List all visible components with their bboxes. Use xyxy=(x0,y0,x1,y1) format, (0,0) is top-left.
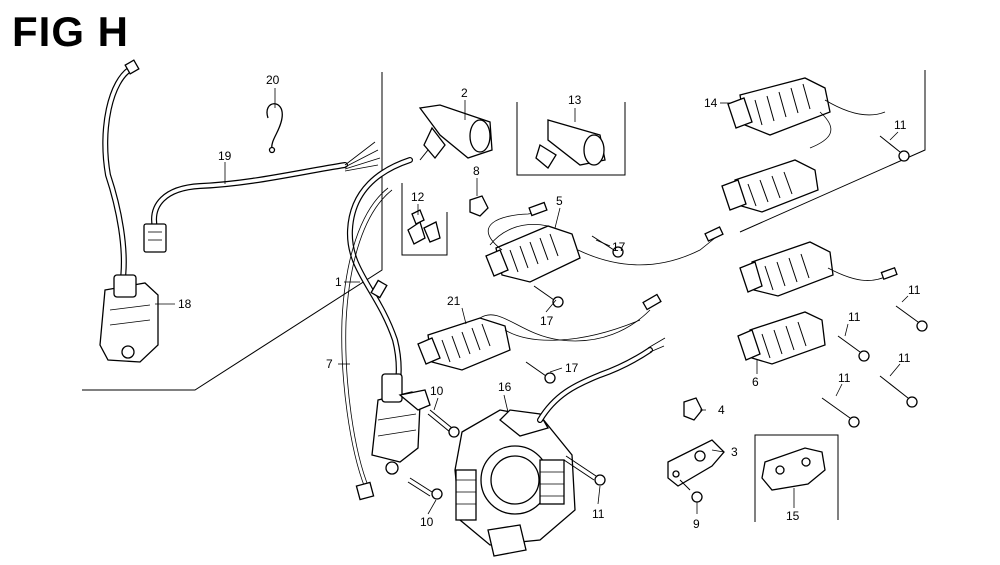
callout-19: 19 xyxy=(218,149,232,163)
callout-1: 1 xyxy=(335,275,342,289)
callout-8: 8 xyxy=(473,164,480,178)
callout-11c: 11 xyxy=(908,283,921,297)
bolt-17-lower[interactable] xyxy=(533,285,564,308)
bracket-15[interactable] xyxy=(761,447,826,491)
callout-14: 14 xyxy=(704,96,718,110)
spark-plug-cap-13[interactable] xyxy=(535,119,606,169)
bolt-10-lower[interactable] xyxy=(407,477,443,500)
callout-18: 18 xyxy=(178,297,192,311)
coil-upper-right[interactable] xyxy=(739,241,898,297)
bolt-10-upper[interactable] xyxy=(427,409,460,438)
bolt-11-stator[interactable] xyxy=(563,455,606,486)
lead-1[interactable] xyxy=(346,157,413,398)
terminal-set-12[interactable] xyxy=(407,209,441,245)
lead-7[interactable] xyxy=(341,187,393,501)
callout-17c: 17 xyxy=(565,361,579,375)
bolt-11-r4[interactable] xyxy=(821,397,860,428)
exciter-coil-21[interactable] xyxy=(417,293,662,371)
callout-11a: 11 xyxy=(592,507,605,521)
callout-21: 21 xyxy=(447,294,461,308)
callout-7: 7 xyxy=(326,357,333,371)
callout-11b: 11 xyxy=(894,118,907,132)
ignition-coil-center[interactable] xyxy=(371,373,431,475)
ignition-coil-18[interactable] xyxy=(99,274,159,363)
coil-6[interactable] xyxy=(737,311,826,365)
callout-11f: 11 xyxy=(838,371,851,385)
stator-16[interactable] xyxy=(454,337,666,557)
leader-lines xyxy=(155,88,909,515)
charge-coil-5[interactable] xyxy=(485,201,724,283)
clip-20[interactable] xyxy=(266,103,283,154)
callout-13: 13 xyxy=(568,93,582,107)
callout-10a: 10 xyxy=(430,384,444,398)
wire-harness-19[interactable] xyxy=(102,59,381,288)
callout-9: 9 xyxy=(693,517,700,531)
callout-3: 3 xyxy=(731,445,738,459)
bolt-9[interactable] xyxy=(679,479,703,503)
callout-6: 6 xyxy=(752,375,759,389)
callout-20: 20 xyxy=(266,73,280,87)
callout-11e: 11 xyxy=(898,351,911,365)
bolt-11-r1[interactable] xyxy=(895,305,928,332)
plate-3[interactable] xyxy=(667,439,725,487)
bolt-11-r3[interactable] xyxy=(879,375,918,408)
bolt-11-r2[interactable] xyxy=(837,335,870,362)
callout-17b: 17 xyxy=(540,314,554,328)
coil-14[interactable] xyxy=(727,77,886,149)
spark-plug-cap-2[interactable] xyxy=(418,104,493,161)
bolt-11-top[interactable] xyxy=(879,135,910,162)
callout-5: 5 xyxy=(556,194,563,208)
callout-10b: 10 xyxy=(420,515,434,529)
nut-4[interactable] xyxy=(683,397,703,421)
callout-labels: 20 19 18 2 8 12 13 1 7 5 17 17 21 17 10 … xyxy=(178,73,921,531)
callout-16: 16 xyxy=(498,380,512,394)
callout-17a: 17 xyxy=(612,240,626,254)
clip-8[interactable] xyxy=(469,195,489,217)
callout-15: 15 xyxy=(786,509,800,523)
callout-12: 12 xyxy=(411,190,425,204)
callout-2: 2 xyxy=(461,86,468,100)
callout-4: 4 xyxy=(718,403,725,417)
coil-14-lower[interactable] xyxy=(721,159,819,213)
bolt-17-bottom[interactable] xyxy=(525,361,556,384)
callout-11d: 11 xyxy=(848,310,861,324)
figure-title: FIG H xyxy=(12,8,129,55)
